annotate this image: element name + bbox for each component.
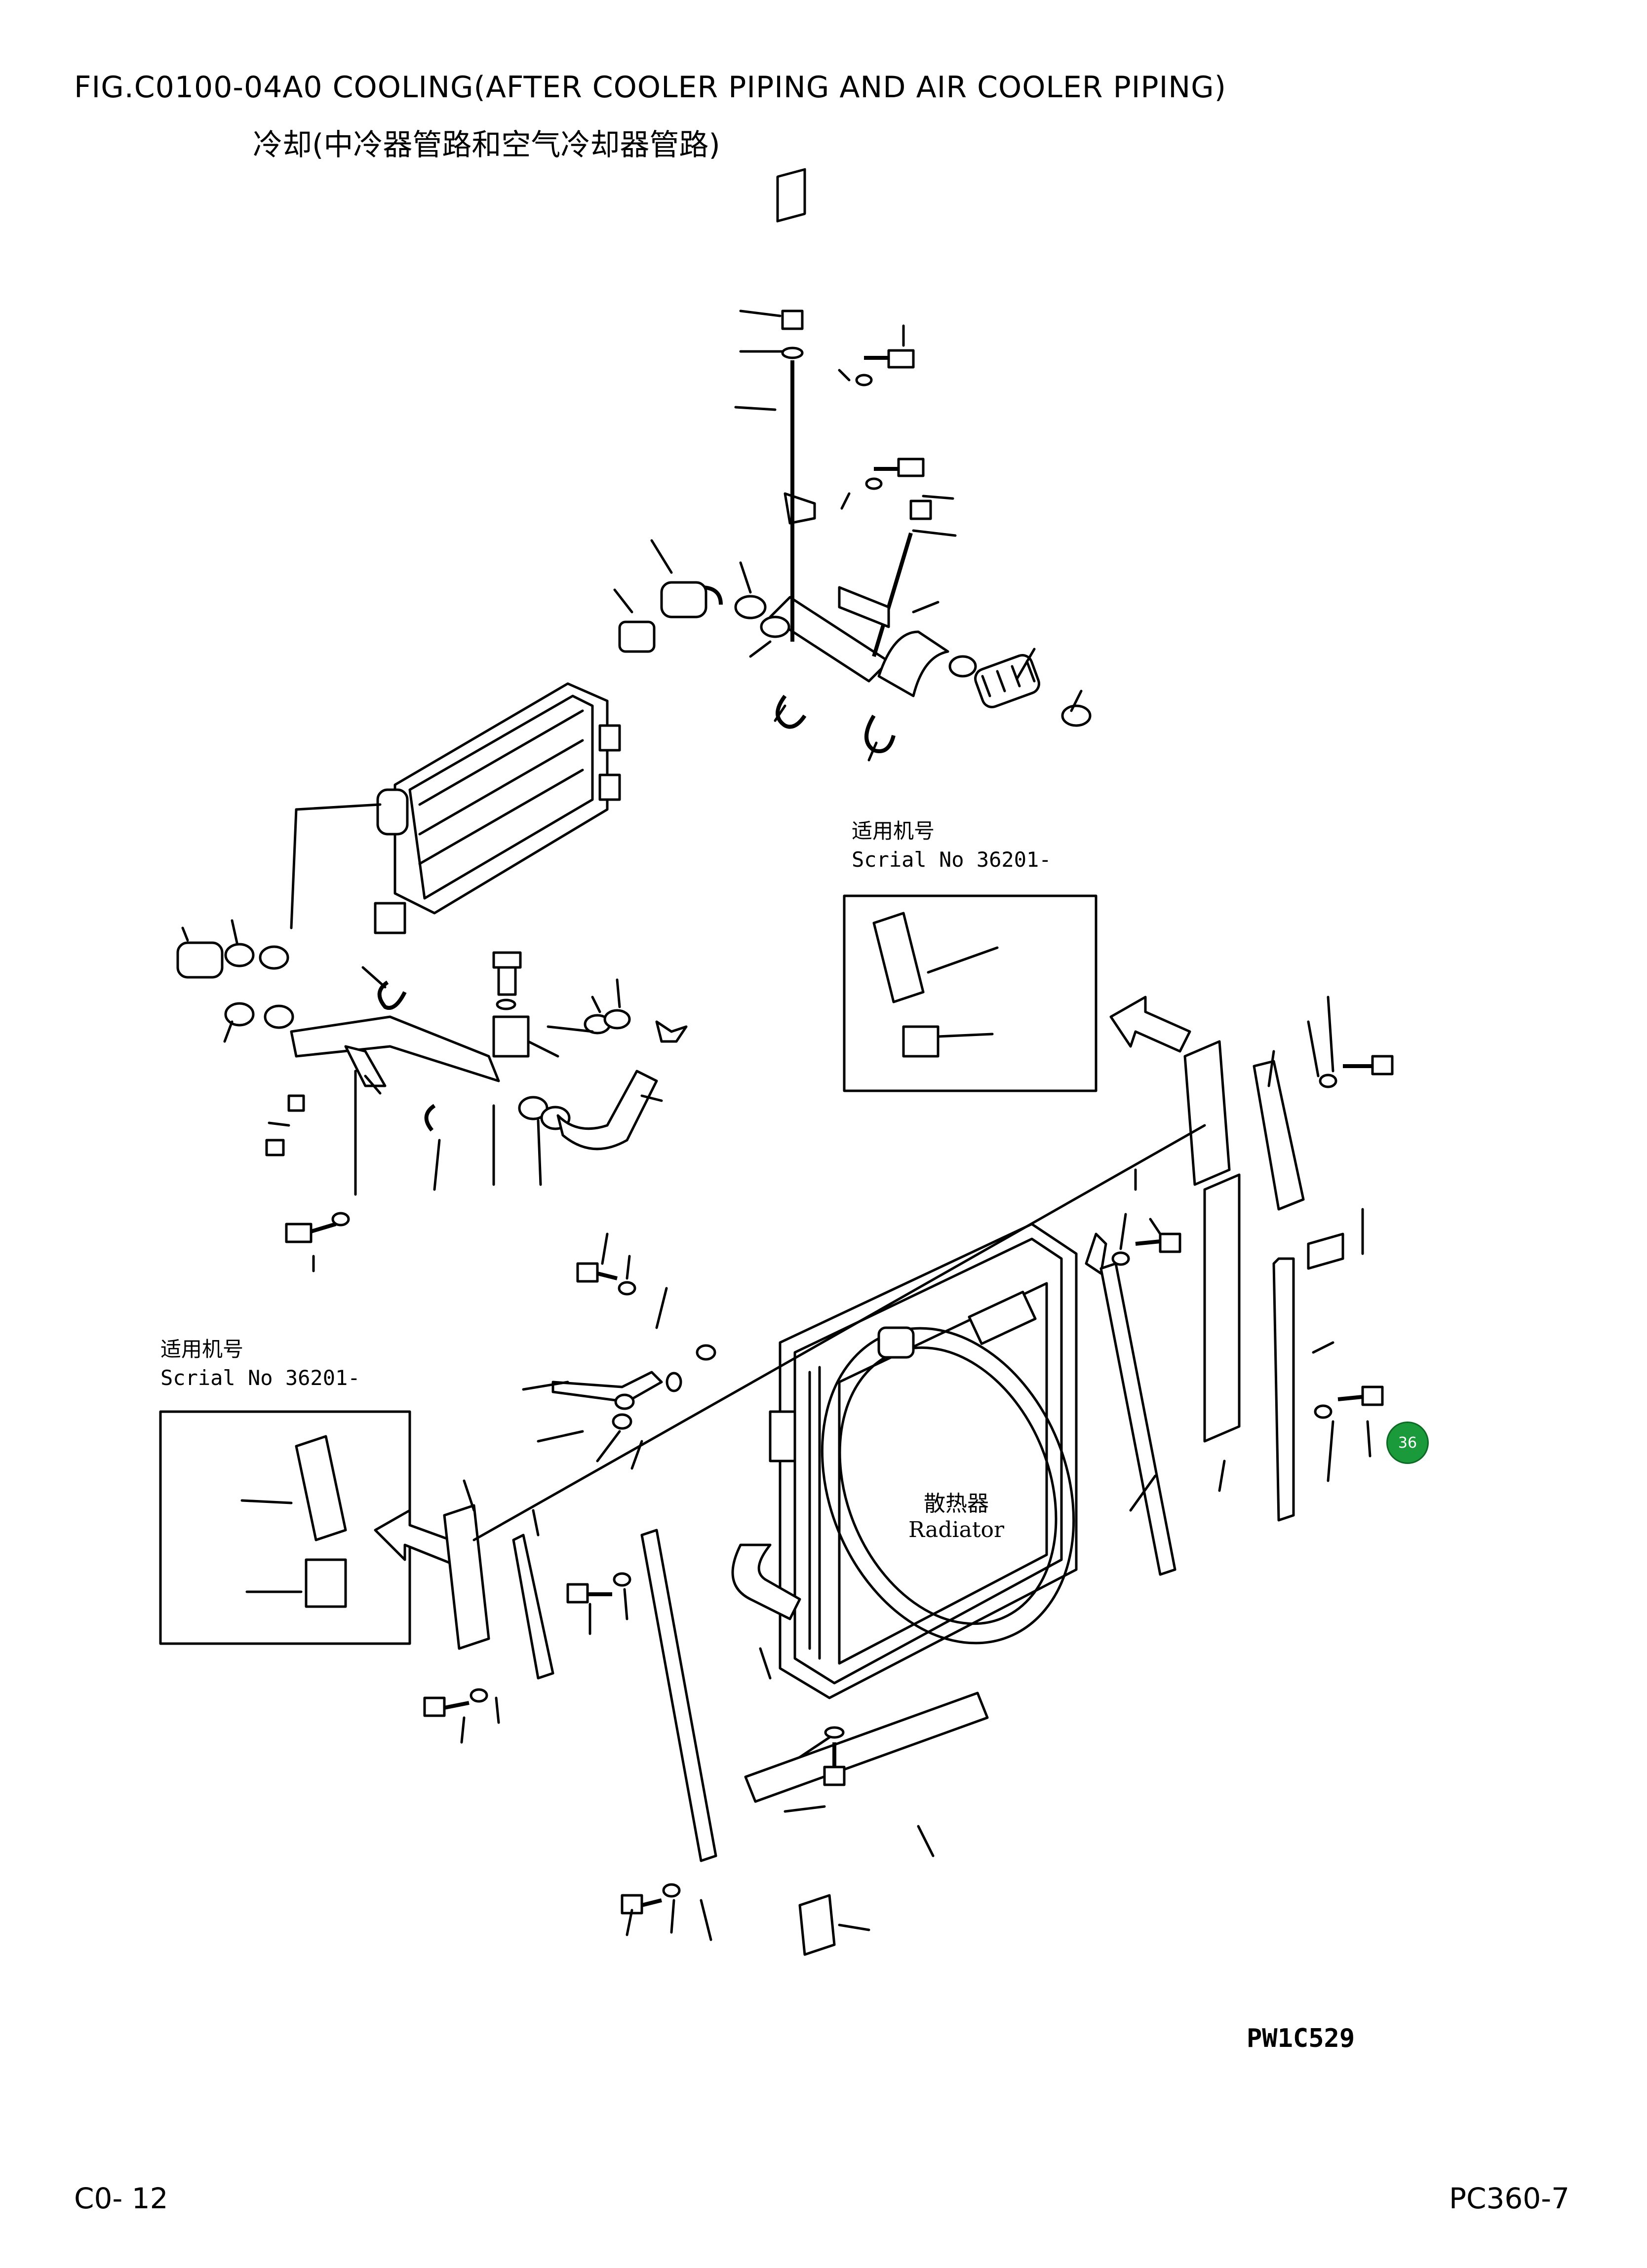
drawing-code: PW1C529	[1247, 2024, 1355, 2053]
serial-inset-lower	[159, 1410, 411, 1645]
applicable-machine-label: 适用机号	[852, 819, 935, 843]
figure-title: FIG.C0100-04A0 COOLING(AFTER COOLER PIPI…	[74, 70, 1227, 105]
upper-leader-lines	[290, 309, 1083, 929]
serial-number-label: Scrial No 36201-	[160, 1366, 360, 1390]
applicable-machine-label: 适用机号	[160, 1337, 244, 1361]
lower-intercooler-piping	[176, 941, 688, 1243]
page-number: C0- 12	[74, 2182, 168, 2215]
radiator-label: 散热器 Radiator	[908, 1486, 1004, 1542]
part-callout-36[interactable]: 36	[1386, 1422, 1429, 1464]
serial-inset-upper-label: 适用机号 Scrial No 36201-	[852, 817, 1052, 874]
machine-model: PC360-7	[1449, 2182, 1570, 2215]
figure-title-chinese: 冷却(中冷器管路和空气冷却器管路)	[253, 128, 720, 162]
serial-number-label: Scrial No 36201-	[852, 847, 1052, 872]
arrow-upper	[1109, 996, 1191, 1053]
radiator-label-english: Radiator	[908, 1517, 1005, 1542]
serial-inset-lower-label: 适用机号 Scrial No 36201-	[160, 1335, 360, 1392]
radiator-leader-lines	[460, 996, 1372, 1941]
serial-inset-upper	[843, 894, 1098, 1092]
aftercooler-core	[374, 682, 621, 934]
radiator-label-chinese: 散热器	[924, 1491, 989, 1516]
radiator-core	[731, 1223, 1107, 1699]
upper-hoses	[618, 581, 1092, 753]
left-leader-lines	[181, 919, 663, 1272]
radiator-stays-and-mounts	[443, 1040, 1344, 1956]
upper-bracket-and-bolts	[776, 168, 932, 657]
